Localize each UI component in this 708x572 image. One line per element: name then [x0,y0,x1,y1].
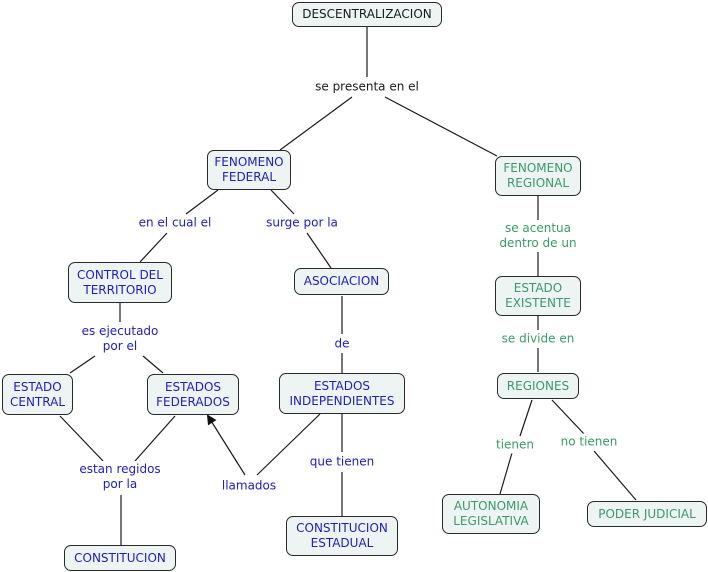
node-estado-existente[interactable]: ESTADO EXISTENTE [495,276,581,316]
phrase-estan-regidos-por-la: estan regidos por la [77,461,163,493]
phrase-que-tienen: que tienen [307,453,377,471]
link-ejecutado-to-central [69,355,96,374]
node-control-territorio[interactable]: CONTROL DEL TERRITORIO [68,262,172,303]
node-fenomeno-regional[interactable]: FENOMENO REGIONAL [495,156,581,196]
phrase-en-el-cual-el: en el cual el [136,214,214,232]
link-regiones-to-tienen [519,399,533,437]
link-surge-to-asociacion [306,232,332,269]
node-descentralizacion[interactable]: DESCENTRALIZACION [292,2,442,27]
link-llamados-to-federados [206,414,246,476]
node-estados-federados[interactable]: ESTADOS FEDERADOS [147,374,239,415]
phrase-surge-por-la: surge por la [264,214,340,232]
node-autonomia-legislativa[interactable]: AUTONOMIA LEGISLATIVA [442,494,540,534]
link-phrase-to-federal [279,96,353,151]
phrase-es-ejecutado-por-el: es ejecutado por el [79,323,161,355]
phrase-tienen: tienen [493,436,537,454]
link-ejecutado-to-federados [142,355,164,374]
node-poder-judicial[interactable]: PODER JUDICIAL [587,501,707,527]
node-estados-independientes[interactable]: ESTADOS INDEPENDIENTES [279,373,405,414]
link-federados-to-regidos [134,415,176,462]
phrase-no-tienen: no tienen [558,433,620,451]
node-constitucion[interactable]: CONSTITUCION [64,545,176,571]
phrase-se-divide-en: se divide en [499,330,577,348]
link-independientes-to-llamados [256,413,321,476]
node-asociacion[interactable]: ASOCIACION [294,268,389,295]
link-federal-to-encual [185,189,219,215]
link-notienen-to-poder [593,450,637,501]
link-central-to-regidos [59,415,104,462]
node-constitucion-estadual[interactable]: CONSTITUCION ESTADUAL [286,516,398,556]
link-regiones-to-notienen [551,399,587,437]
link-tienen-to-autonomia [499,452,513,495]
link-phrase-to-regional [384,96,498,157]
link-encual-to-control [139,232,168,263]
node-estado-central[interactable]: ESTADO CENTRAL [2,374,73,415]
phrase-de: de [332,335,352,353]
phrase-se-acentua-dentro-de-un: se acentua dentro de un [497,220,579,252]
phrase-llamados: llamados [219,477,279,495]
node-fenomeno-federal[interactable]: FENOMENO FEDERAL [207,150,291,190]
phrase-se-presenta-en-el: se presenta en el [313,78,421,96]
link-federal-to-surge [270,189,295,215]
node-regiones[interactable]: REGIONES [497,373,579,399]
